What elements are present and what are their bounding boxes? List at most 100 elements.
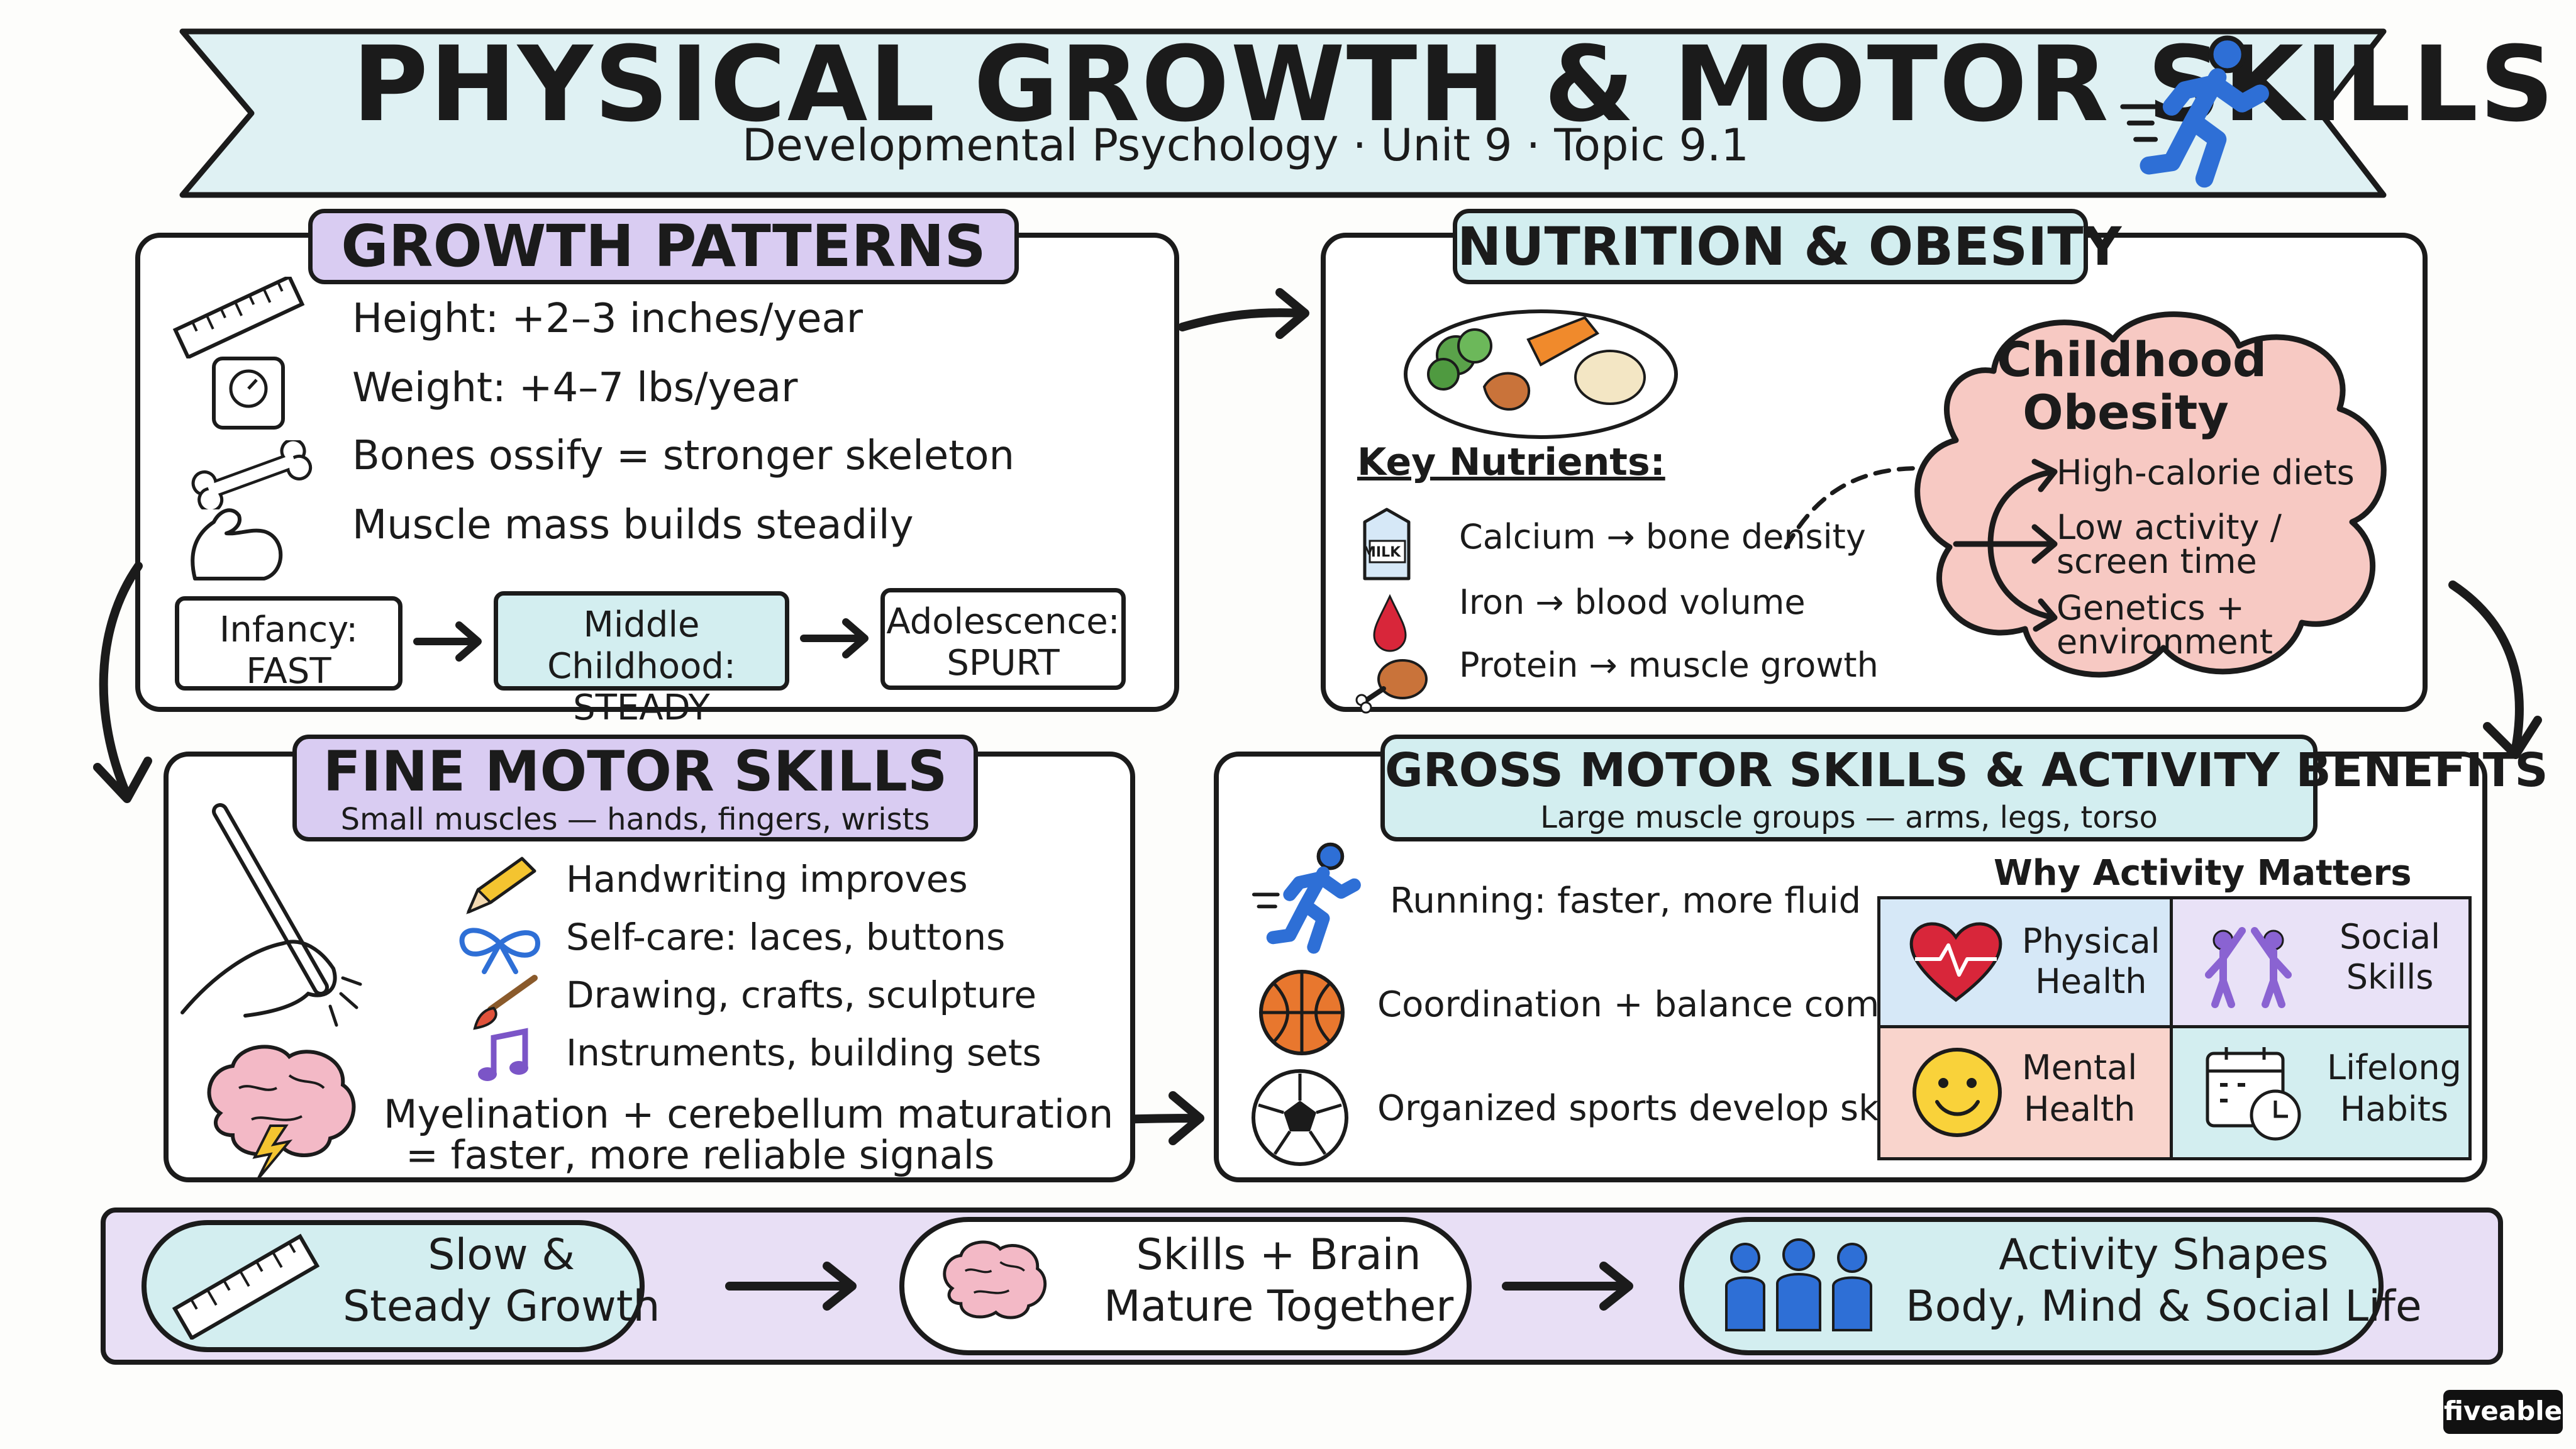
fine-item-selfcare: Self-care: laces, buttons bbox=[566, 916, 1006, 958]
benefit-physical-label: Physical Health bbox=[2022, 921, 2160, 1002]
fine-brain-line2: = faster, more reliable signals bbox=[406, 1132, 995, 1178]
obesity-title: Childhood Obesity bbox=[1997, 331, 2267, 440]
fine-motor-title: FINE MOTOR SKILLS bbox=[323, 739, 948, 804]
stage-middle-label: Middle Childhood: bbox=[547, 604, 736, 687]
obesity-cloud bbox=[1914, 311, 2387, 678]
dashed-connector bbox=[1784, 466, 1933, 550]
heart-icon bbox=[1909, 922, 2002, 1002]
connector-arrow bbox=[2448, 580, 2542, 759]
summary-skills-line1: Skills + Brain bbox=[1136, 1230, 1421, 1280]
running-person-icon bbox=[2120, 35, 2269, 188]
benefit-social-label: Social Skills bbox=[2340, 917, 2440, 997]
page-subtitle: Developmental Psychology · Unit 9 · Topi… bbox=[742, 119, 1749, 171]
writing-hand-icon bbox=[180, 803, 362, 1027]
benefit-physical-line1: Physical bbox=[2022, 921, 2160, 961]
summary-activity-line2: Body, Mind & Social Life bbox=[1906, 1282, 2422, 1331]
blood-drop-icon bbox=[1373, 594, 1407, 652]
benefit-mental-line2: Health bbox=[2023, 1089, 2136, 1129]
gross-motor-title: GROSS MOTOR SKILLS & ACTIVITY BENEFITS bbox=[1385, 743, 2548, 797]
stage-adolescence: Adolescence: SPURT bbox=[880, 588, 1126, 690]
growth-item-bones: Bones ossify = stronger skeleton bbox=[352, 433, 1015, 479]
milk-carton-icon bbox=[1363, 508, 1411, 580]
stage-middle-value: STEADY bbox=[573, 687, 710, 728]
fine-brain-line1: Myelination + cerebellum maturation bbox=[384, 1091, 1114, 1137]
music-note-icon bbox=[478, 1028, 528, 1081]
branching-arrows-icon bbox=[1953, 458, 2058, 632]
fine-item-handwriting: Handwriting improves bbox=[566, 858, 968, 901]
obesity-cause-genetics: Genetics + environment bbox=[2057, 588, 2273, 662]
fine-motor-subtitle: Small muscles — hands, fingers, wrists bbox=[340, 802, 930, 837]
arrow-right-icon bbox=[1502, 1262, 1633, 1311]
scale-icon bbox=[212, 357, 285, 430]
stage-infancy: Infancy: FAST bbox=[175, 596, 402, 692]
connector-arrow bbox=[93, 562, 152, 803]
stage-infancy-value: FAST bbox=[246, 651, 331, 692]
summary-growth-line2: Steady Growth bbox=[343, 1282, 660, 1331]
paintbrush-icon bbox=[473, 975, 538, 1030]
connector-arrow bbox=[1178, 288, 1309, 339]
benefit-social-line2: Skills bbox=[2346, 957, 2434, 997]
brain-icon bbox=[943, 1240, 1047, 1319]
fine-item-instruments: Instruments, building sets bbox=[566, 1031, 1041, 1074]
ruler-icon bbox=[172, 1233, 320, 1340]
growth-item-weight: Weight: +4–7 lbs/year bbox=[352, 365, 798, 411]
title-banner bbox=[179, 28, 2387, 198]
nutrient-calcium: Calcium → bone density bbox=[1459, 517, 1866, 557]
benefit-lifelong-line2: Habits bbox=[2340, 1089, 2449, 1129]
growth-item-muscle: Muscle mass builds steadily bbox=[352, 502, 914, 548]
obesity-cause-activity: Low activity / screen time bbox=[2057, 508, 2282, 581]
stage-adolescence-value: SPURT bbox=[947, 643, 1060, 684]
benefit-lifelong-label: Lifelong Habits bbox=[2327, 1047, 2462, 1130]
benefit-mental-label: Mental Health bbox=[2022, 1047, 2137, 1130]
muscle-arm-icon bbox=[191, 508, 283, 580]
gross-item-running: Running: faster, more fluid bbox=[1390, 880, 1862, 921]
gross-item-coordination: Coordination + balance combine bbox=[1377, 984, 1956, 1025]
summary-skills-text: Skills + Brain Mature Together bbox=[1104, 1230, 1453, 1333]
ruler-icon bbox=[172, 277, 305, 358]
milk-label: MILK bbox=[1362, 545, 1401, 560]
benefit-lifelong-line1: Lifelong bbox=[2327, 1048, 2462, 1087]
benefit-social-line1: Social bbox=[2340, 917, 2441, 957]
brain-icon bbox=[207, 1045, 356, 1180]
stage-adolescence-label: Adolescence: bbox=[886, 601, 1120, 642]
benefit-physical-line2: Health bbox=[2035, 962, 2147, 1001]
fiveable-logo: fiveable bbox=[2443, 1390, 2563, 1434]
growth-item-height: Height: +2–3 inches/year bbox=[352, 296, 863, 342]
fine-motor-title-box: FINE MOTOR SKILLS Small muscles — hands,… bbox=[292, 735, 978, 841]
summary-activity-line1: Activity Shapes bbox=[1999, 1230, 2329, 1280]
running-person-icon bbox=[1252, 842, 1361, 954]
food-plate-icon bbox=[1404, 309, 1678, 439]
bow-ribbon-icon bbox=[459, 928, 541, 974]
why-activity-title: Why Activity Matters bbox=[1994, 853, 2412, 894]
high-five-people-icon bbox=[2205, 927, 2292, 1008]
nutrient-iron: Iron → blood volume bbox=[1459, 582, 1806, 622]
arrow-right-icon bbox=[413, 621, 482, 662]
summary-activity-text: Activity Shapes Body, Mind & Social Life bbox=[1906, 1230, 2422, 1333]
growth-patterns-title: GROWTH PATTERNS bbox=[308, 209, 1019, 284]
gross-motor-subtitle: Large muscle groups — arms, legs, torso bbox=[1540, 800, 2158, 835]
group-people-icon bbox=[1725, 1238, 1872, 1331]
gross-item-sports: Organized sports develop skill bbox=[1377, 1088, 1909, 1129]
pencil-icon bbox=[466, 857, 536, 914]
smiley-face-icon bbox=[1913, 1048, 2002, 1137]
nutrient-protein: Protein → muscle growth bbox=[1459, 645, 1879, 685]
gross-motor-title-box: GROSS MOTOR SKILLS & ACTIVITY BENEFITS L… bbox=[1380, 735, 2548, 841]
stage-middle-childhood: Middle Childhood: STEADY bbox=[494, 591, 789, 728]
bone-icon bbox=[191, 440, 313, 509]
calendar-clock-icon bbox=[2206, 1047, 2301, 1141]
benefit-mental-line1: Mental bbox=[2022, 1048, 2138, 1087]
summary-skills-line2: Mature Together bbox=[1104, 1282, 1454, 1331]
summary-growth-text: Slow & Steady Growth bbox=[343, 1230, 660, 1333]
arrow-right-icon bbox=[800, 618, 869, 658]
summary-growth-line1: Slow & bbox=[428, 1230, 575, 1280]
nutrition-title: NUTRITION & OBESITY bbox=[1453, 209, 2121, 284]
basketball-icon bbox=[1259, 970, 1345, 1055]
stage-infancy-label: Infancy: bbox=[219, 609, 358, 650]
fine-item-drawing: Drawing, crafts, sculpture bbox=[566, 974, 1037, 1016]
soccer-ball-icon bbox=[1252, 1069, 1348, 1166]
fiveable-logo-text: fiveable bbox=[2443, 1396, 2563, 1426]
arrow-right-icon bbox=[725, 1262, 857, 1311]
drumstick-icon bbox=[1355, 659, 1428, 714]
key-nutrients-label: Key Nutrients: bbox=[1357, 440, 1665, 484]
obesity-cause-diet: High-calorie diets bbox=[2057, 453, 2355, 492]
